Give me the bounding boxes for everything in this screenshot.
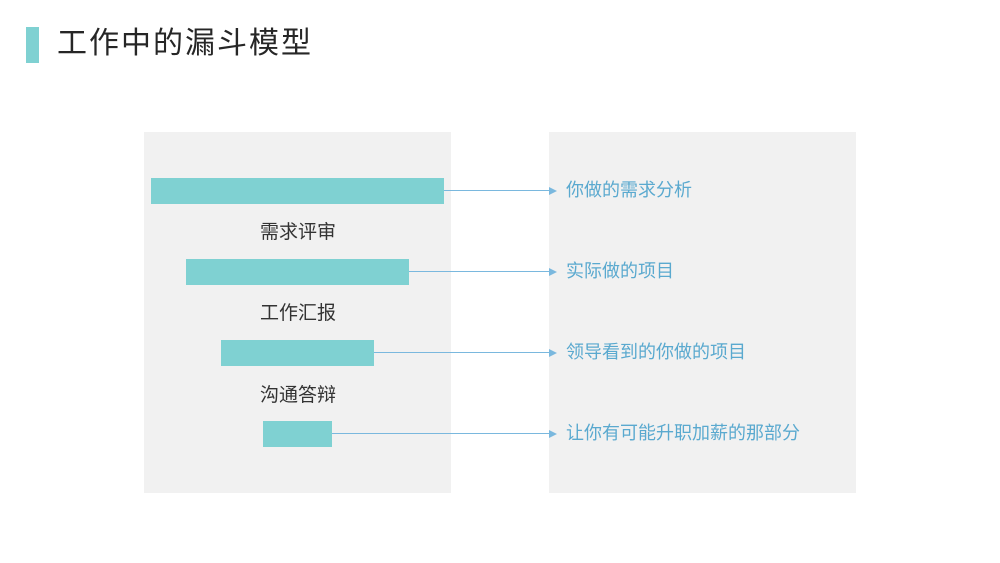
stage-label-3: 沟通答辩 <box>260 384 337 406</box>
stage-label-2: 工作汇报 <box>260 302 337 324</box>
output-label-3: 领导看到的你做的项目 <box>566 342 746 363</box>
title-accent-bar <box>26 27 39 63</box>
funnel-bar-3 <box>221 340 374 366</box>
connector-line-4 <box>332 433 549 434</box>
funnel-bar-2 <box>186 259 409 285</box>
arrowhead-4 <box>549 430 557 438</box>
connector-line-2 <box>409 271 549 272</box>
stage-label-1: 需求评审 <box>260 221 337 243</box>
funnel-bar-1 <box>151 178 444 204</box>
page-title: 工作中的漏斗模型 <box>57 26 313 61</box>
arrowhead-1 <box>549 187 557 195</box>
funnel-bar-4 <box>263 421 332 447</box>
arrowhead-2 <box>549 268 557 276</box>
connector-line-3 <box>374 352 549 353</box>
connector-line-1 <box>444 190 549 191</box>
arrowhead-3 <box>549 349 557 357</box>
output-label-4: 让你有可能升职加薪的那部分 <box>566 423 800 444</box>
outputs-panel <box>549 132 856 493</box>
output-label-2: 实际做的项目 <box>566 261 674 282</box>
output-label-1: 你做的需求分析 <box>566 180 692 201</box>
